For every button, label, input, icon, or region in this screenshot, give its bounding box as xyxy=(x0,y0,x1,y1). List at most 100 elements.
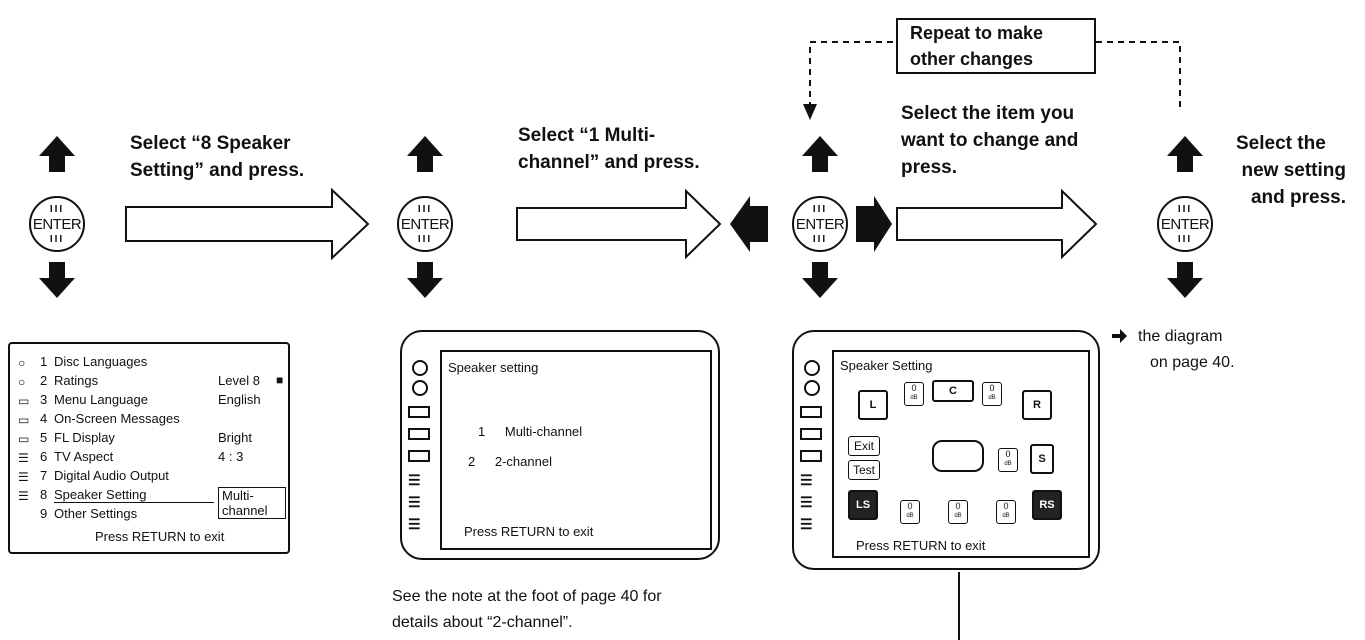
menu-item-label: Other Settings xyxy=(54,506,138,521)
repeat-loop-line xyxy=(809,41,1181,108)
lock-icon: ■ xyxy=(276,373,284,387)
option-2-channel[interactable]: 2 2-channel xyxy=(468,454,552,469)
speaker-left[interactable]: L xyxy=(858,390,888,420)
display-icon xyxy=(800,406,822,418)
instruction-step3-line2: want to change and xyxy=(901,130,1079,151)
instruction-step2: Select “1 Multi- channel” and press. xyxy=(518,122,700,176)
up-arrow-2 xyxy=(407,136,443,172)
speaker-layout-screen: ☰ ☰ ☰ Speaker Setting L 0 dB C 0 dB R Ex… xyxy=(792,330,1100,570)
level-value: 0 xyxy=(955,501,961,511)
instruction-step4-line2: new setting xyxy=(1241,160,1346,181)
sofa-icon xyxy=(932,440,984,472)
speaker-icon: ☰ xyxy=(800,494,813,510)
speaker-subwoofer[interactable]: S xyxy=(1030,444,1054,474)
display-icon xyxy=(408,450,430,462)
menu-item[interactable]: ☰ 6 TV Aspect 4 : 3 xyxy=(14,449,286,469)
instruction-step3: Select the item you want to change and p… xyxy=(901,100,1078,181)
return-hint: Press RETURN to exit xyxy=(464,524,594,539)
disc-icon xyxy=(412,360,428,376)
enter-button-1[interactable]: III ENTER III xyxy=(29,196,85,252)
level-value: 0 xyxy=(907,501,913,511)
menu-item[interactable]: 9 Other Settings xyxy=(14,506,286,526)
menu-item-label: Disc Languages xyxy=(54,354,148,369)
speaker-center-label: C xyxy=(949,385,957,397)
speaker-surround-right[interactable]: RS xyxy=(1032,490,1062,520)
menu-item-number: 5 xyxy=(40,430,48,445)
enter-button-bottom-marks: III xyxy=(49,234,65,245)
menu-item[interactable]: ○ 1 Disc Languages xyxy=(14,354,286,374)
speaker-layout-panel: Speaker Setting L 0 dB C 0 dB R Exit Tes… xyxy=(832,350,1090,558)
level-surround-left[interactable]: 0 dB xyxy=(900,500,920,524)
speaker-type-panel: Speaker setting 1 Multi-channel 2 2-chan… xyxy=(440,350,712,550)
level-unit: dB xyxy=(910,395,918,401)
option-multi-channel[interactable]: 1 Multi-channel xyxy=(478,424,582,439)
menu-item[interactable]: ▭ 3 Menu Language English xyxy=(14,392,286,412)
instruction-step1-line2: Setting” and press. xyxy=(130,160,305,181)
level-unit: dB xyxy=(988,395,996,401)
test-button[interactable]: Test xyxy=(848,460,880,480)
reference-line2: on page 40. xyxy=(1150,354,1235,371)
speaker-right[interactable]: R xyxy=(1022,390,1052,420)
level-subwoofer[interactable]: 0 dB xyxy=(998,448,1018,472)
repeat-text-line2: other changes xyxy=(910,49,1034,69)
disc-icon: ○ xyxy=(18,356,26,370)
note-line2: details about “2-channel”. xyxy=(392,614,573,631)
menu-item-label: FL Display xyxy=(54,430,115,445)
menu-item[interactable]: ☰ 7 Digital Audio Output xyxy=(14,468,286,488)
menu-item[interactable]: ○ 2 Ratings Level 8 ■ xyxy=(14,373,286,393)
flow-arrow-1 xyxy=(125,187,370,261)
instruction-step1: Select “8 Speaker Setting” and press. xyxy=(130,130,304,184)
level-center[interactable]: 0 dB xyxy=(982,382,1002,406)
instruction-step3-line1: Select the item you xyxy=(901,103,1075,124)
display-icon: ▭ xyxy=(18,432,30,446)
enter-button-label: ENTER xyxy=(795,216,845,233)
display-icon xyxy=(408,406,430,418)
enter-button-3[interactable]: III ENTER III xyxy=(792,196,848,252)
option-number: 1 xyxy=(478,424,486,439)
enter-button-4[interactable]: III ENTER III xyxy=(1157,196,1213,252)
level-value: 0 xyxy=(1005,449,1011,459)
enter-button-bottom-marks: III xyxy=(417,234,433,245)
up-arrow-3 xyxy=(802,136,838,172)
disc-icon xyxy=(412,380,428,396)
level-left[interactable]: 0 dB xyxy=(904,382,924,406)
instruction-step3-line3: press. xyxy=(901,157,957,178)
down-arrow-1 xyxy=(39,262,75,298)
level-surround-right[interactable]: 0 dB xyxy=(996,500,1016,524)
menu-item-label: Menu Language xyxy=(54,392,148,407)
menu-item[interactable]: ▭ 5 FL Display Bright xyxy=(14,430,286,450)
level-unit: dB xyxy=(954,513,962,519)
menu-item-value: Multi-channel xyxy=(218,487,286,519)
speaker-surround-left[interactable]: LS xyxy=(848,490,878,520)
return-hint: Press RETURN to exit xyxy=(95,529,225,544)
menu-item[interactable]: ▭ 4 On-Screen Messages xyxy=(14,411,286,431)
level-surround-center[interactable]: 0 dB xyxy=(948,500,968,524)
repeat-box: Repeat to make other changes xyxy=(896,18,1096,74)
left-arrow-3 xyxy=(730,196,768,252)
menu-item-number: 8 xyxy=(40,487,48,502)
menu-item-value: Bright xyxy=(218,430,252,445)
display-icon xyxy=(800,428,822,440)
enter-button-2[interactable]: III ENTER III xyxy=(397,196,453,252)
menu-item-selected[interactable]: ☰ 8 Speaker Setting Multi-channel xyxy=(14,487,286,519)
enter-button-top-marks: III xyxy=(417,204,433,215)
right-arrow-3 xyxy=(856,196,892,252)
reference-arrow-icon xyxy=(1112,329,1127,343)
disc-icon xyxy=(804,360,820,376)
speaker-center[interactable]: C xyxy=(932,380,974,402)
up-arrow-4 xyxy=(1167,136,1203,172)
menu-item-number: 2 xyxy=(40,373,48,388)
display-icon xyxy=(800,450,822,462)
instruction-step2-line2: channel” and press. xyxy=(518,152,700,173)
enter-button-label: ENTER xyxy=(32,216,82,233)
speaker-left-label: L xyxy=(869,399,877,411)
exit-button[interactable]: Exit xyxy=(848,436,880,456)
menu-item-value: English xyxy=(218,392,261,407)
enter-button-top-marks: III xyxy=(49,204,65,215)
display-icon: ▭ xyxy=(18,413,30,427)
speaker-icon: ☰ xyxy=(18,451,29,465)
level-unit: dB xyxy=(1002,513,1010,519)
menu-item-label: Ratings xyxy=(54,373,99,388)
speaker-icon: ☰ xyxy=(800,516,813,532)
